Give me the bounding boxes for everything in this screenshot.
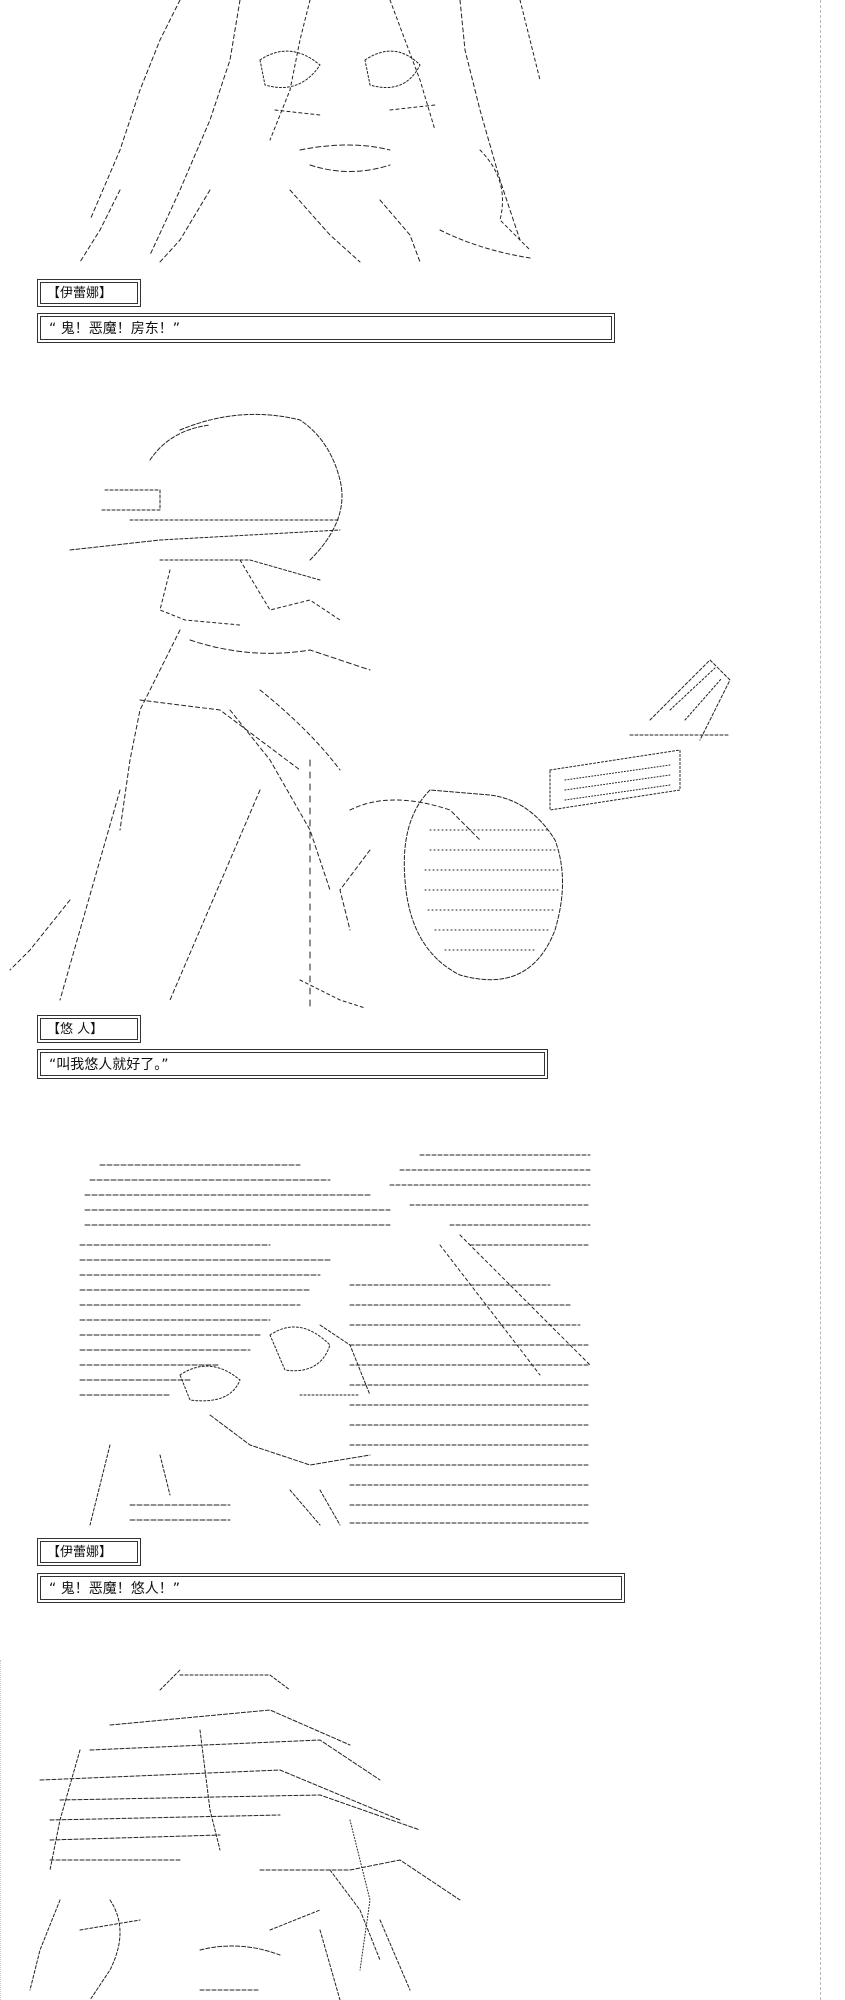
dialogue-box: “ 鬼！恶魔！房东！” [37,313,615,343]
speaker-name-tag: 【悠 人】 [37,1015,141,1043]
speaker-name-tag: 【伊蕾娜】 [37,1538,141,1566]
speaker-name-tag: 【伊蕾娜】 [37,279,141,307]
dialogue-box: “叫我悠人就好了。” [37,1049,548,1079]
ascii-art-character-2-guitar [9,410,740,1011]
ascii-art-character-1 [60,0,541,265]
ascii-art-character-4 [20,1669,461,2000]
ascii-art-character-3-scene [70,1145,600,1530]
page-edge-rule [820,0,821,2000]
dialogue-box: “ 鬼！恶魔！悠人！” [37,1573,625,1603]
left-margin-rule [0,1660,7,2000]
